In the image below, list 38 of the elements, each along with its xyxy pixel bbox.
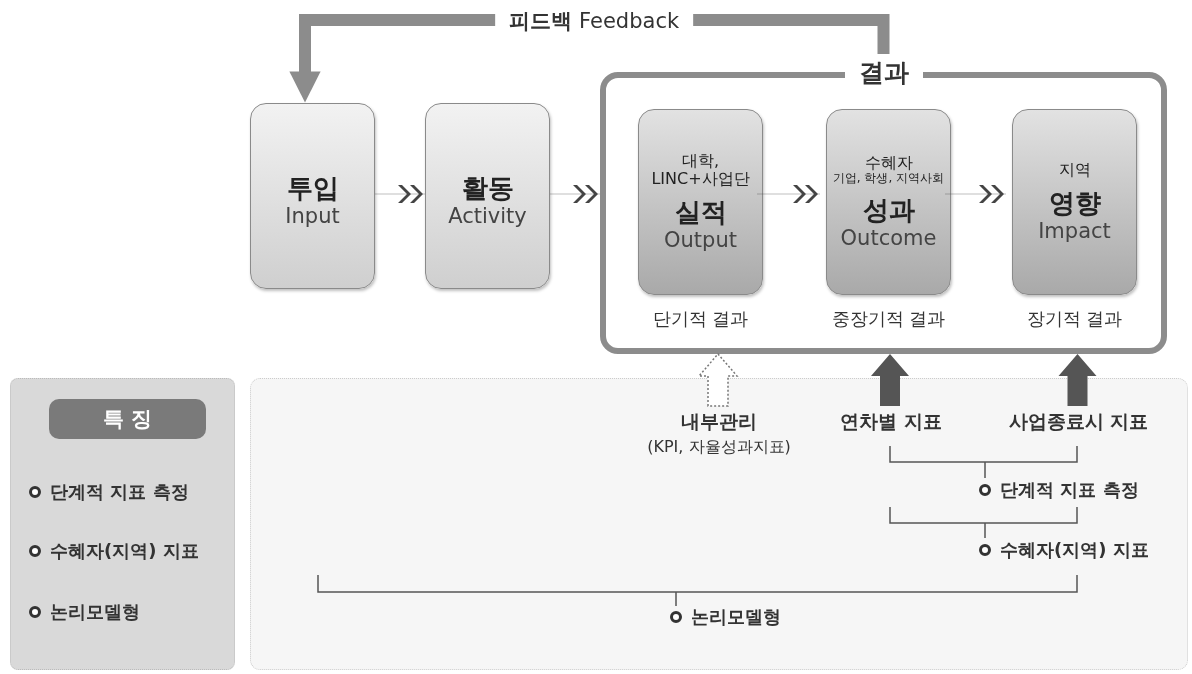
box-subtitle: Outcome: [839, 225, 938, 251]
process-box: [250, 103, 375, 289]
box-title: 활동: [460, 174, 515, 204]
feature-label: 단계적 지표 측정: [50, 480, 189, 504]
box-subtitle: Impact: [1037, 219, 1112, 244]
indicator-note: (KPI, 자율성과지표): [647, 437, 791, 457]
feature-label: 논리모델형: [50, 600, 140, 624]
box-title: 실적: [673, 198, 728, 229]
box-title: 투입: [285, 174, 340, 204]
heading-pill: 특 징: [49, 399, 206, 439]
block-arrow: [1058, 354, 1097, 406]
box-title: 성과: [861, 196, 916, 226]
box-subtitle: Output: [663, 228, 738, 253]
feature-label: 논리모델형: [691, 605, 781, 629]
feature-label: 수혜자(지역) 지표: [1000, 538, 1149, 562]
box-caption: 지역: [1057, 160, 1092, 180]
process-box: [425, 103, 550, 289]
indicator-panel: [250, 378, 1188, 670]
block-arrow: [697, 352, 739, 407]
process-box: [826, 109, 951, 295]
feature-panel: [10, 378, 235, 670]
box-caption: 기업, 학생, 지역사회: [831, 172, 946, 187]
box-caption: 대학, LINC+사업단: [650, 151, 751, 189]
indicator-label: 내부관리: [681, 411, 757, 433]
block-arrow: [871, 354, 909, 406]
indicator-label: 연차별 지표: [840, 411, 942, 433]
box-subtitle: Activity: [447, 203, 528, 228]
box-subtitle: Input: [284, 203, 341, 228]
node-caption: 중장기적 결과: [831, 307, 946, 331]
indicator-label: 사업종료시 지표: [1008, 411, 1149, 433]
process-box: [638, 109, 763, 295]
feature-label: 수혜자(지역) 지표: [50, 539, 199, 563]
node-caption: 단기적 결과: [652, 307, 749, 331]
feature-label: 단계적 지표 측정: [1000, 478, 1139, 502]
process-box: [1012, 109, 1137, 295]
box-caption: 수혜자: [863, 153, 914, 173]
node-caption: 장기적 결과: [1026, 307, 1123, 331]
box-title: 영향: [1047, 189, 1102, 220]
